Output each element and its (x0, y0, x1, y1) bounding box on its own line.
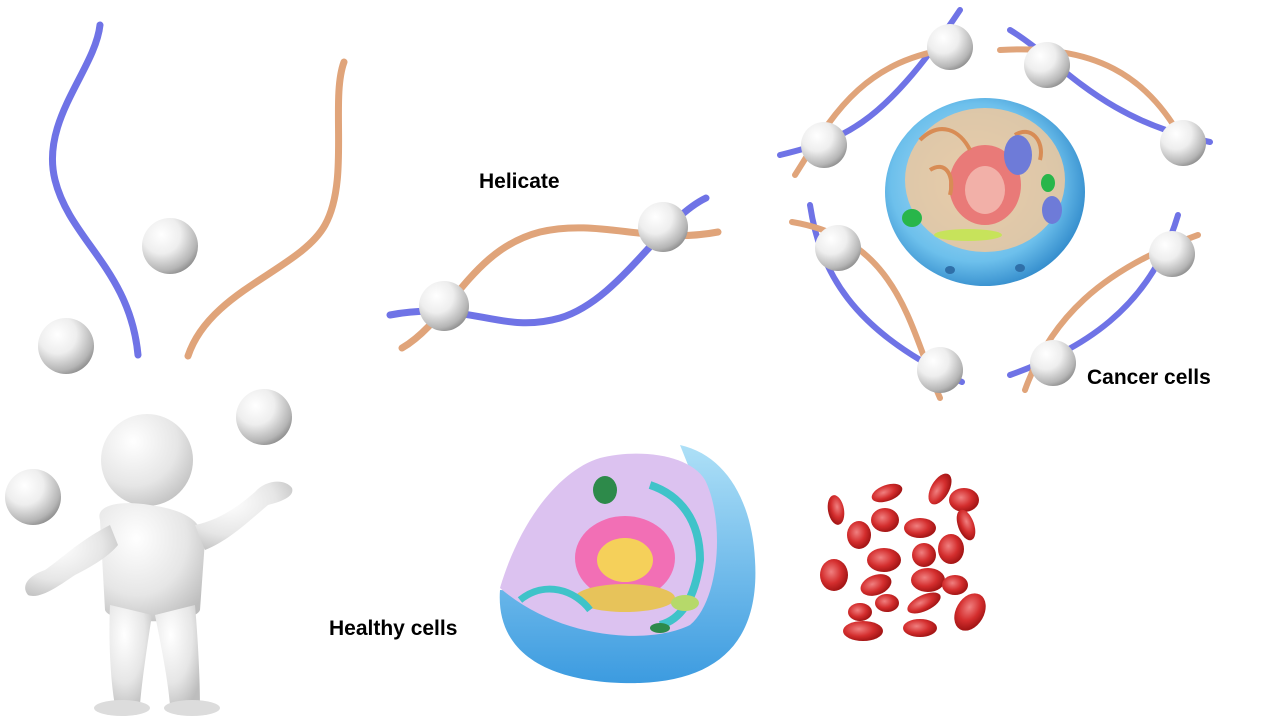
orange-strand (184, 58, 348, 360)
helicate-structure (386, 194, 722, 352)
helicate-bottom-right (1007, 212, 1201, 393)
sphere-icon (1160, 120, 1206, 166)
separated-strands (38, 21, 348, 374)
sphere-icon (1030, 340, 1076, 386)
red-blood-cells-icon (820, 473, 986, 641)
helicate-top-left (777, 7, 973, 178)
blue-strand (49, 21, 142, 359)
healthy-cell-icon (499, 445, 756, 684)
helicate-bottom-left (789, 202, 965, 401)
sphere-icon (1149, 231, 1195, 277)
sphere-icon (38, 318, 94, 374)
sphere-icon (236, 389, 292, 445)
sphere-icon (1024, 42, 1070, 88)
cancer-cells-label: Cancer cells (1087, 366, 1211, 389)
sphere-icon (638, 202, 688, 252)
sphere-icon (917, 347, 963, 393)
sphere-icon (927, 24, 973, 70)
helicate-label: Helicate (479, 170, 560, 193)
sphere-icon (5, 469, 61, 525)
sphere-icon (801, 122, 847, 168)
sphere-icon (142, 218, 198, 274)
3d-person-juggling-icon (5, 389, 293, 716)
healthy-cells-label: Healthy cells (329, 617, 458, 640)
cancer-cell-icon (885, 98, 1085, 286)
sphere-icon (419, 281, 469, 331)
helicate-top-right (997, 27, 1213, 166)
sphere-icon (815, 225, 861, 271)
